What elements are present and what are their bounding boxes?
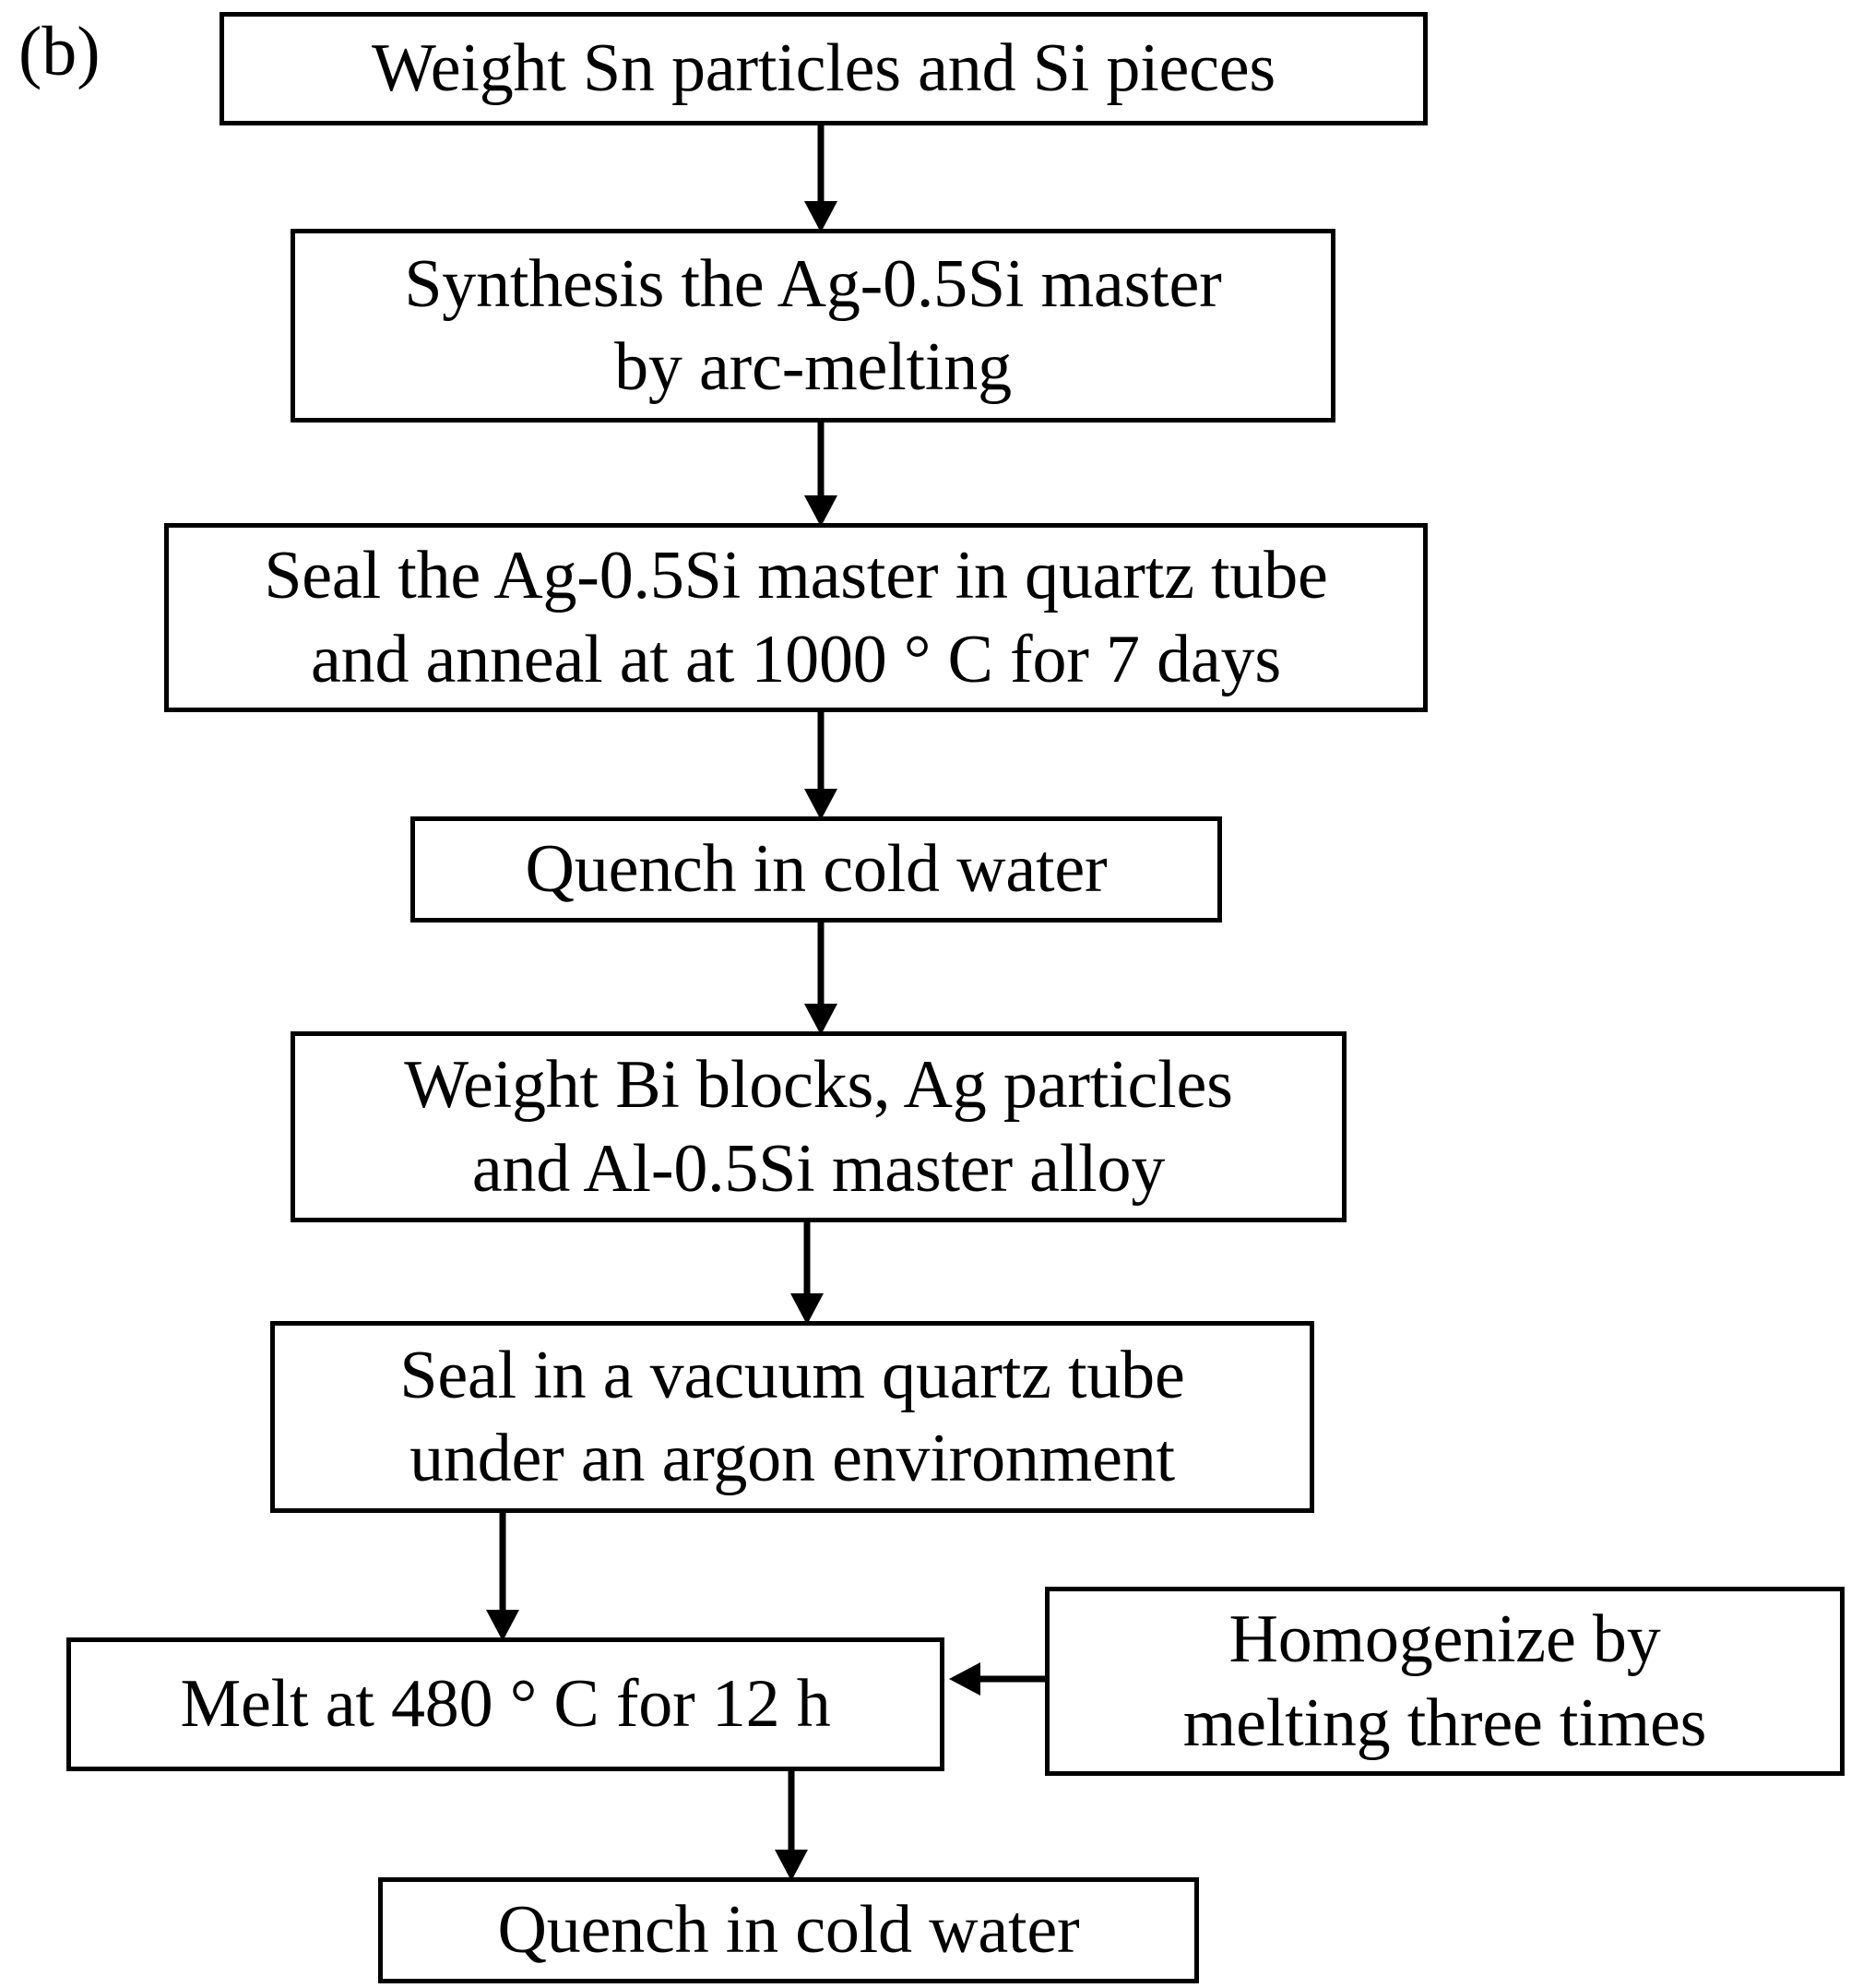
node-seal-anneal-master-label: Seal the Ag-0.5Si master in quartz tube …: [264, 538, 1328, 697]
node-synthesize-master[interactable]: Synthesis the Ag-0.5Si master by arc-mel…: [291, 229, 1335, 423]
arrow-melt-to-quench-2: [775, 1771, 808, 1881]
node-quench-cold-water-2[interactable]: Quench in cold water: [378, 1877, 1199, 1983]
node-melt-480c[interactable]: Melt at 480 ° C for 12 h: [66, 1637, 944, 1771]
node-quench-cold-water-1-label: Quench in cold water: [525, 831, 1108, 908]
arrow-weigh-sn-si-to-synthesize: [804, 125, 837, 232]
arrow-seal-anneal-to-quench-1: [804, 712, 837, 820]
node-seal-anneal-master[interactable]: Seal the Ag-0.5Si master in quartz tube …: [164, 523, 1428, 712]
panel-label-b: (b): [18, 13, 101, 90]
node-homogenize-label: Homogenize by melting three times: [1182, 1601, 1707, 1761]
node-quench-cold-water-1[interactable]: Quench in cold water: [410, 816, 1222, 923]
node-weigh-bi-ag-al-label: Weight Bi blocks, Ag particles and Al-0.…: [404, 1047, 1233, 1207]
arrow-homogenize-to-melt: [949, 1662, 1045, 1696]
arrow-quench-1-to-weigh-bi: [804, 923, 837, 1035]
node-seal-vacuum-argon[interactable]: Seal in a vacuum quartz tube under an ar…: [270, 1321, 1314, 1513]
arrow-synthesize-to-seal-anneal: [804, 423, 837, 527]
arrow-seal-vacuum-to-melt: [486, 1513, 519, 1641]
arrow-weigh-bi-to-seal-vacuum: [790, 1222, 824, 1325]
node-homogenize[interactable]: Homogenize by melting three times: [1045, 1587, 1845, 1776]
node-weigh-bi-ag-al[interactable]: Weight Bi blocks, Ag particles and Al-0.…: [291, 1031, 1347, 1222]
node-weigh-sn-si[interactable]: Weight Sn particles and Si pieces: [220, 12, 1428, 125]
node-seal-vacuum-argon-label: Seal in a vacuum quartz tube under an ar…: [399, 1337, 1185, 1496]
node-weigh-sn-si-label: Weight Sn particles and Si pieces: [371, 30, 1276, 107]
node-synthesize-master-label: Synthesis the Ag-0.5Si master by arc-mel…: [404, 245, 1222, 405]
node-quench-cold-water-2-label: Quench in cold water: [497, 1892, 1080, 1969]
node-melt-480c-label: Melt at 480 ° C for 12 h: [180, 1666, 831, 1743]
